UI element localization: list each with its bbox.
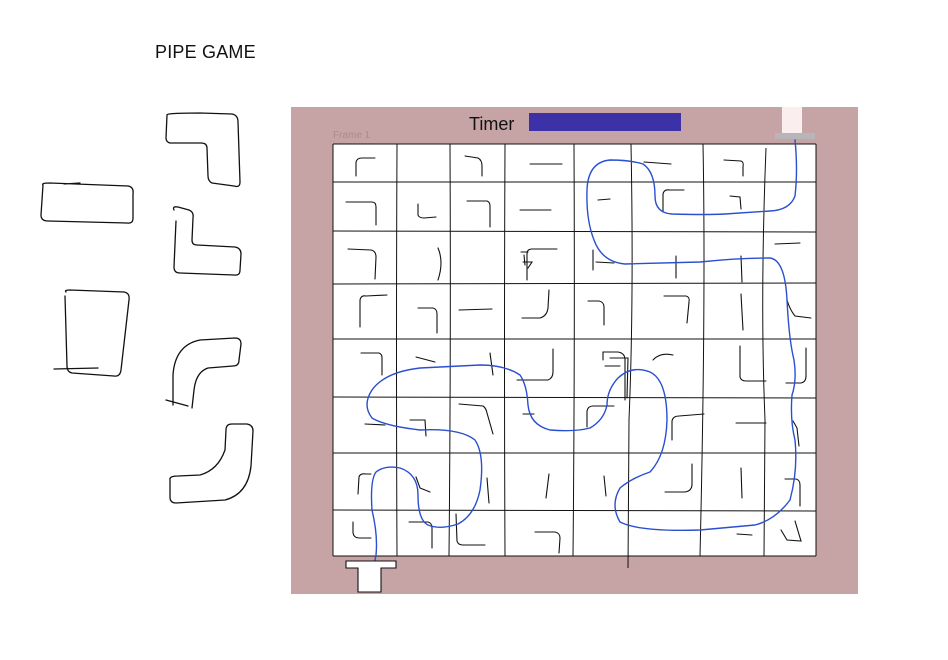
grid-cell[interactable]	[575, 350, 635, 402]
pipe-grid[interactable]	[333, 144, 816, 556]
grid-cell[interactable]	[575, 196, 635, 248]
grid-cell[interactable]	[454, 453, 514, 505]
grid-cell[interactable]	[333, 350, 393, 402]
palette-corner-piece-4[interactable]	[169, 423, 254, 504]
water-inlet-cap	[775, 133, 815, 139]
grid-cell[interactable]	[695, 505, 755, 557]
timer-label: Timer	[469, 114, 515, 134]
grid-cell[interactable]	[756, 350, 816, 402]
grid-cell[interactable]	[454, 402, 514, 454]
grid-cell[interactable]	[635, 453, 695, 505]
grid-cell[interactable]	[454, 144, 514, 196]
water-inlet-pipe	[782, 107, 802, 135]
grid-cell[interactable]	[393, 144, 453, 196]
palette-straight-vertical-piece[interactable]	[53, 289, 130, 377]
grid-cell[interactable]	[695, 247, 755, 299]
grid-cell[interactable]	[393, 453, 453, 505]
grid-cell[interactable]	[454, 247, 514, 299]
grid-cell[interactable]	[575, 247, 635, 299]
grid-cell[interactable]	[695, 453, 755, 505]
grid-cell[interactable]	[514, 453, 574, 505]
grid-cell[interactable]	[514, 144, 574, 196]
palette-corner-piece-3[interactable]	[165, 337, 242, 409]
grid-cell[interactable]	[393, 505, 453, 557]
palette-corner-piece-2[interactable]	[172, 206, 242, 276]
timer-bar	[529, 113, 681, 131]
grid-cell[interactable]	[454, 505, 514, 557]
grid-cell[interactable]	[393, 350, 453, 402]
grid-cell[interactable]	[333, 453, 393, 505]
grid-cell[interactable]	[575, 453, 635, 505]
grid-cell[interactable]	[333, 505, 393, 557]
grid-cell[interactable]	[393, 196, 453, 248]
grid-cell[interactable]	[635, 299, 695, 351]
grid-cell[interactable]	[575, 402, 635, 454]
grid-cell[interactable]	[454, 299, 514, 351]
grid-cell[interactable]	[635, 247, 695, 299]
grid-cell[interactable]	[514, 299, 574, 351]
grid-cell[interactable]	[695, 299, 755, 351]
grid-cell[interactable]	[393, 402, 453, 454]
grid-cell[interactable]	[514, 350, 574, 402]
grid-cell[interactable]	[756, 247, 816, 299]
grid-cell[interactable]	[695, 402, 755, 454]
grid-cell[interactable]	[695, 196, 755, 248]
grid-cell[interactable]	[756, 505, 816, 557]
palette-straight-horizontal-piece[interactable]	[40, 182, 134, 224]
grid-cell[interactable]	[514, 402, 574, 454]
grid-cell[interactable]	[514, 196, 574, 248]
grid-cell[interactable]	[756, 453, 816, 505]
grid-cell[interactable]	[333, 402, 393, 454]
grid-cell[interactable]	[575, 505, 635, 557]
grid-cell[interactable]	[756, 402, 816, 454]
grid-cell[interactable]	[393, 247, 453, 299]
grid-cell[interactable]	[514, 505, 574, 557]
grid-cell[interactable]	[635, 350, 695, 402]
grid-cell[interactable]	[635, 144, 695, 196]
grid-cell[interactable]	[333, 144, 393, 196]
grid-cell[interactable]	[454, 350, 514, 402]
grid-cell[interactable]	[454, 196, 514, 248]
grid-cell[interactable]	[756, 144, 816, 196]
grid-cell[interactable]	[635, 402, 695, 454]
frame-label: Frame 1	[333, 130, 371, 141]
grid-cell[interactable]	[695, 144, 755, 196]
grid-cell[interactable]	[393, 299, 453, 351]
game-title: PIPE GAME	[155, 42, 256, 62]
grid-cell[interactable]	[333, 299, 393, 351]
grid-cell[interactable]	[756, 196, 816, 248]
grid-cell[interactable]	[575, 299, 635, 351]
grid-cell[interactable]	[635, 505, 695, 557]
grid-cell[interactable]	[575, 144, 635, 196]
grid-cell[interactable]	[695, 350, 755, 402]
grid-cell[interactable]	[333, 196, 393, 248]
palette-corner-piece-1[interactable]	[165, 112, 241, 188]
grid-cell[interactable]	[333, 247, 393, 299]
grid-cell[interactable]	[635, 196, 695, 248]
grid-cell[interactable]	[514, 247, 574, 299]
grid-cell[interactable]	[756, 299, 816, 351]
